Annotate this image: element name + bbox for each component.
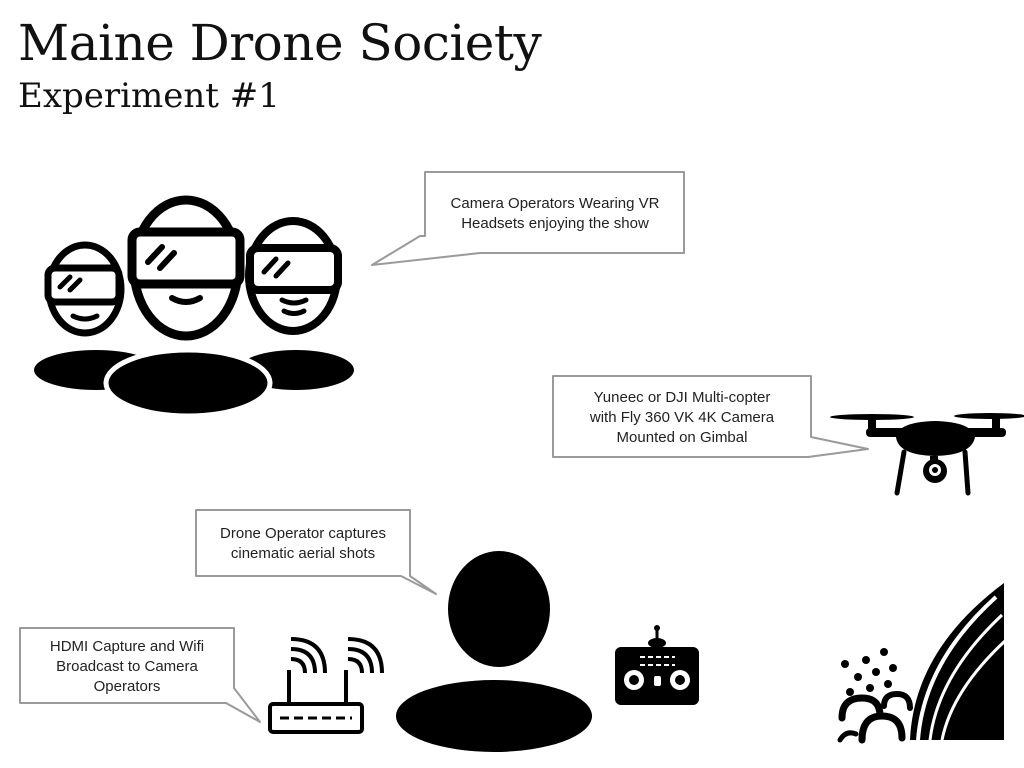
callout-multicopter: Yuneec or DJI Multi-copter with Fly 360 … [589,389,775,446]
router-icon [268,637,384,734]
page-subtitle: Experiment #1 [18,76,280,116]
person-icon [396,551,592,752]
waterfall-icon [837,583,1008,744]
callout-drone-operator: Drone Operator captures cinematic aerial… [220,525,386,562]
page-title: Maine Drone Society [18,14,542,72]
callout-bubble-camera-operators [371,171,685,266]
callout-hdmi-capture: HDMI Capture and Wifi Broadcast to Camer… [49,638,205,695]
callout-bubble-hdmi [19,627,261,723]
drone-icon [830,413,1024,496]
vr-headset-people-icon [34,195,354,419]
callout-camera-operators: Camera Operators Wearing VR Headsets enj… [450,195,660,232]
callout-bubble-drone-operator [195,509,437,595]
callout-bubble-multicopter [552,375,869,458]
remote-controller-icon [615,625,699,705]
